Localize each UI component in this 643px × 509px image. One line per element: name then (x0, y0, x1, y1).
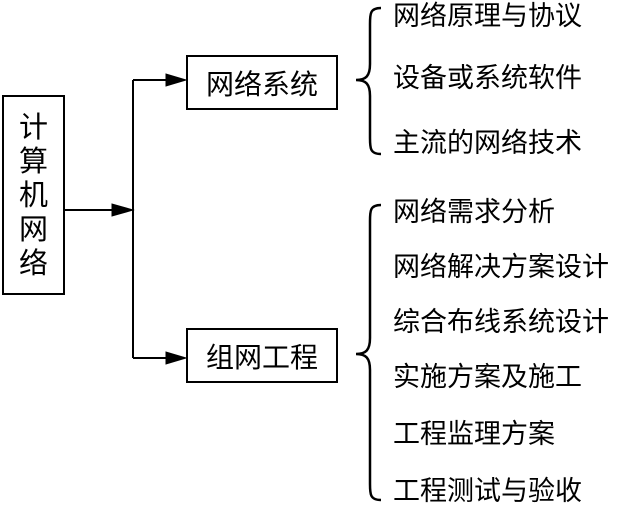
root-char: 算 (18, 144, 48, 178)
brace-network-system (355, 6, 382, 156)
branch-label: 网络系统 (205, 67, 318, 101)
leaf-item: 网络解决方案设计 (393, 252, 609, 283)
leaf-item: 实施方案及施工 (393, 362, 582, 393)
branch-label: 组网工程 (205, 340, 318, 374)
root-char: 机 (18, 178, 48, 212)
branch-arrowhead-bottom (165, 351, 188, 365)
leaf-item: 网络需求分析 (393, 197, 555, 228)
leaf-item: 设备或系统软件 (393, 63, 582, 94)
leaf-item: 综合布线系统设计 (393, 307, 609, 338)
brace-network-engineering (355, 203, 382, 502)
leaf-item: 主流的网络技术 (393, 128, 582, 159)
root-node: 计 算 机 网 络 (2, 95, 65, 295)
leaf-item: 工程测试与验收 (393, 476, 582, 507)
root-char: 计 (18, 110, 48, 144)
branch-node-network-engineering: 组网工程 (186, 328, 338, 383)
root-char: 网 (18, 212, 48, 246)
leaf-item: 工程监理方案 (393, 419, 555, 450)
leaf-item: 网络原理与协议 (393, 1, 582, 32)
root-char: 络 (18, 246, 48, 280)
root-arrowhead (111, 203, 135, 217)
branch-arrowhead-top (165, 73, 188, 87)
branch-node-network-system: 网络系统 (186, 55, 338, 110)
